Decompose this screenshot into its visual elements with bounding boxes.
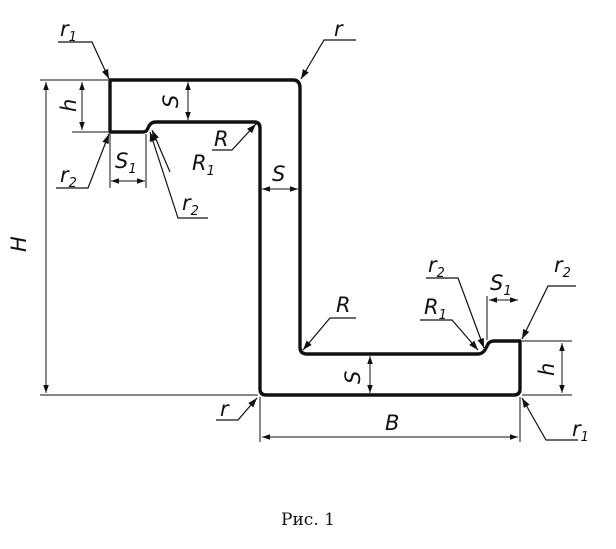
leader-lines (56, 39, 578, 441)
dimension-lines (43, 82, 565, 440)
label-R1-left: R1 (192, 151, 215, 179)
label-r1-bottom: r1 (572, 417, 589, 445)
label-r2-right-b: r2 (554, 253, 571, 281)
extension-lines (40, 79, 572, 442)
label-r-top: r (334, 17, 344, 41)
label-r2-right-a: r2 (428, 253, 445, 281)
label-r-bottom: r (220, 397, 230, 421)
leader-R-left (212, 123, 257, 151)
label-B: B (385, 411, 399, 435)
label-S1-left: S1 (115, 149, 137, 177)
label-R-left: R (214, 127, 229, 151)
label-h-right: h (535, 363, 559, 376)
label-R-right: R (336, 293, 351, 317)
label-R1-right: R1 (424, 295, 447, 323)
leader-R-right (302, 317, 356, 351)
leader-r2-right-a (426, 277, 485, 349)
label-S-top: S (159, 95, 183, 108)
label-H: H (7, 236, 31, 252)
figure-caption: Рис. 1 (281, 510, 335, 530)
leader-r-top (300, 39, 356, 80)
profile-outline (108, 78, 522, 397)
label-S-bottom: S (341, 371, 365, 384)
dimension-labels: r1 r h S S1 r2 R1 r2 R S H R r2 R1 S1 r2… (7, 17, 589, 445)
leader-r1-bottom (521, 397, 578, 441)
leader-r1-top (58, 41, 110, 80)
leader-r2-mid (149, 131, 208, 219)
label-r2-mid: r2 (182, 191, 199, 219)
leader-r2-right-b (521, 285, 576, 340)
leader-r-bottom (216, 397, 258, 421)
label-S1-right: S1 (490, 271, 512, 299)
label-S-mid: S (272, 162, 285, 186)
label-r2-left: r2 (60, 163, 77, 191)
leader-r2-left (56, 133, 110, 189)
label-r1-top: r1 (60, 17, 77, 45)
label-h-left: h (57, 99, 81, 112)
leader-R1-right (420, 319, 479, 351)
